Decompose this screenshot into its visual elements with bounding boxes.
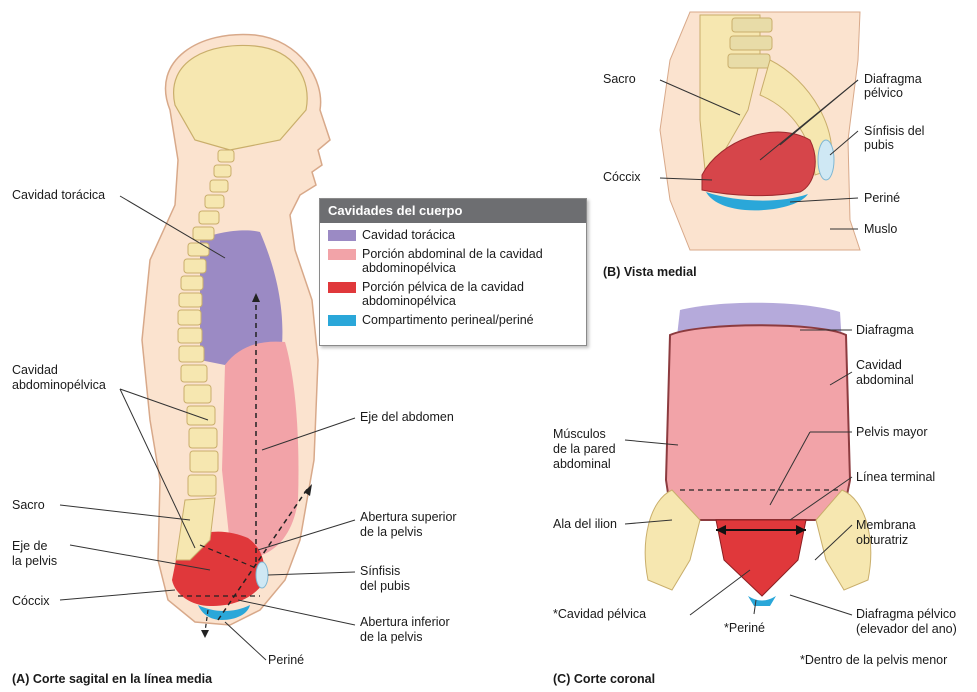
label-pelvis-mayor: Pelvis mayor	[856, 425, 928, 440]
label-sinfisis-2: del pubis	[360, 579, 410, 594]
label-musculos-3: abdominal	[553, 457, 611, 472]
pubic-symphysis	[256, 562, 268, 588]
label-perine-c: *Periné	[724, 621, 765, 636]
label-diafragma-pelvico-b-1: Diafragma	[864, 72, 922, 87]
label-diafragma-pelvico-c-1: Diafragma pélvico	[856, 607, 956, 622]
label-eje-pelvis-2: la pelvis	[12, 554, 57, 569]
label-cavidad-abdominal-1: Cavidad	[856, 358, 902, 373]
panel-c-perineum	[748, 596, 776, 606]
label-musculos-2: de la pared	[553, 442, 616, 457]
legend-item-thoracic: Cavidad torácica	[320, 228, 586, 242]
footnote-pelvis-menor: *Dentro de la pelvis menor	[800, 653, 947, 668]
label-coccix-b: Cóccix	[603, 170, 641, 185]
label-cavidad-abdominopelvica-1: Cavidad	[12, 363, 58, 378]
legend-title: Cavidades del cuerpo	[320, 199, 586, 223]
label-eje-abdomen: Eje del abdomen	[360, 410, 454, 425]
legend-label-pelvic: Porción pélvica de la cavidad abdominopé…	[362, 280, 524, 308]
abdominal-cavity	[222, 342, 298, 555]
legend-swatch-abdominal	[328, 249, 356, 260]
label-perine-a: Periné	[268, 653, 304, 668]
label-abertura-inferior-2: de la pelvis	[360, 630, 423, 645]
legend-box: Cavidades del cuerpo Cavidad torácica Po…	[319, 198, 587, 346]
label-cavidad-abdominopelvica-2: abdominopélvica	[12, 378, 106, 393]
legend-label-thoracic: Cavidad torácica	[362, 228, 455, 242]
label-coccix-a: Cóccix	[12, 594, 50, 609]
label-sinfisis-b-2: pubis	[864, 138, 894, 153]
label-abertura-superior-2: de la pelvis	[360, 525, 423, 540]
label-ala-ilion: Ala del ilion	[553, 517, 617, 532]
label-sacro-b: Sacro	[603, 72, 636, 87]
caption-panel-a: (A) Corte sagital en la línea media	[12, 672, 212, 686]
label-muslo: Muslo	[864, 222, 897, 237]
panel-c-pelvic-cavity	[716, 520, 806, 596]
panel-c-figure	[645, 303, 870, 606]
label-cavidad-toracica: Cavidad torácica	[12, 188, 105, 203]
caption-panel-c: (C) Corte coronal	[553, 672, 655, 686]
label-diafragma-c: Diafragma	[856, 323, 914, 338]
panel-c-abdominal-wall	[666, 325, 850, 520]
label-sinfisis-b-1: Sínfisis del	[864, 124, 924, 139]
label-sinfisis-1: Sínfisis	[360, 564, 400, 579]
label-cavidad-abdominal-2: abdominal	[856, 373, 914, 388]
label-sacro-a: Sacro	[12, 498, 45, 513]
legend-swatch-pelvic	[328, 282, 356, 293]
legend-label-abdominal: Porción abdominal de la cavidad abdomino…	[362, 247, 543, 275]
legend-swatch-thoracic	[328, 230, 356, 241]
label-eje-pelvis-1: Eje de	[12, 539, 47, 554]
legend-item-perineal: Compartimento perineal/periné	[320, 313, 586, 327]
label-membrana-2: obturatriz	[856, 533, 908, 548]
panel-a-figure	[142, 34, 330, 638]
label-abertura-inferior-1: Abertura inferior	[360, 615, 450, 630]
panel-b-symphysis	[818, 140, 834, 180]
legend-swatch-perineal	[328, 315, 356, 326]
label-diafragma-pelvico-b-2: pélvico	[864, 86, 903, 101]
panel-b-figure	[660, 12, 860, 250]
panel-b-vertebrae	[728, 18, 772, 68]
label-perine-b: Periné	[864, 191, 900, 206]
label-membrana-1: Membrana	[856, 518, 916, 533]
caption-panel-b: (B) Vista medial	[603, 265, 697, 279]
label-diafragma-pelvico-c-2: (elevador del ano)	[856, 622, 957, 637]
legend-label-perineal: Compartimento perineal/periné	[362, 313, 534, 327]
label-cavidad-pelvica: *Cavidad pélvica	[553, 607, 646, 622]
label-musculos-1: Músculos	[553, 427, 606, 442]
legend-item-pelvic: Porción pélvica de la cavidad abdominopé…	[320, 280, 586, 308]
label-abertura-superior-1: Abertura superior	[360, 510, 457, 525]
label-linea-terminal: Línea terminal	[856, 470, 935, 485]
legend-item-abdominal: Porción abdominal de la cavidad abdomino…	[320, 247, 586, 275]
